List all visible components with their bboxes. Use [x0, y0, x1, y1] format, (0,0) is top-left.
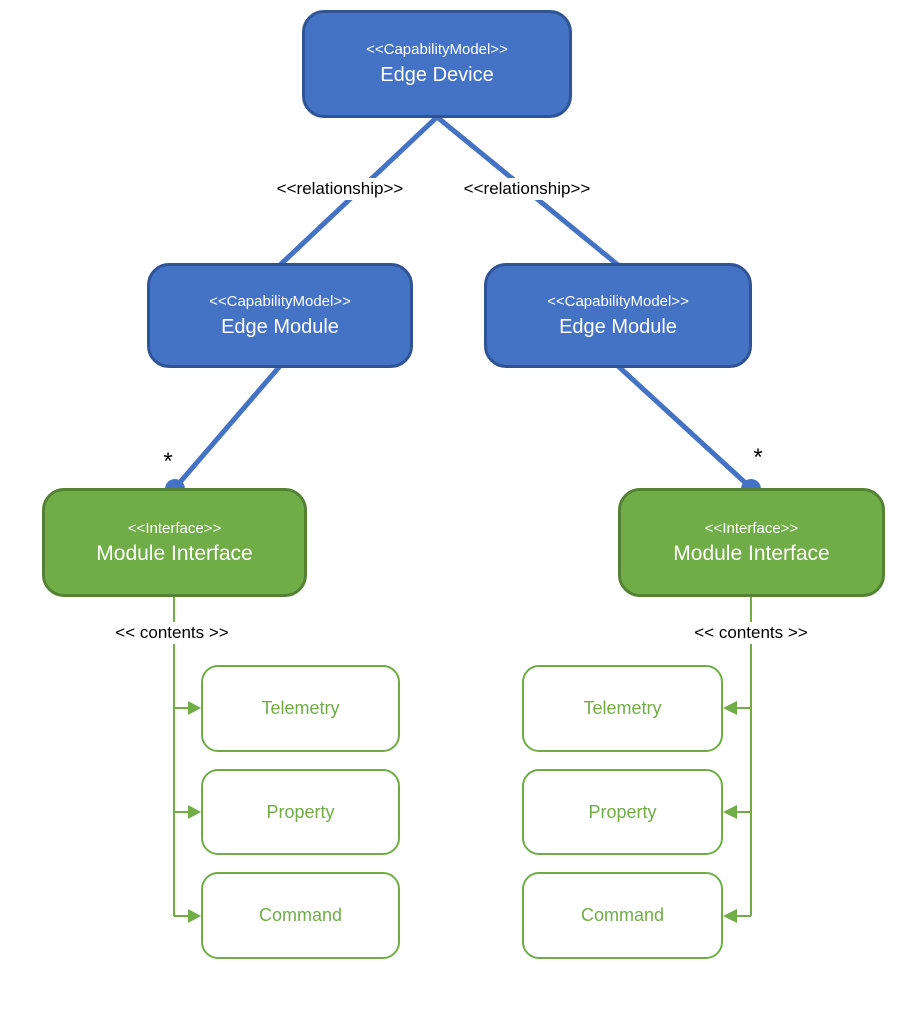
- left-telemetry-item: Telemetry: [201, 665, 400, 752]
- left-relationship-label: <<relationship>>: [271, 178, 409, 200]
- right-multiplicity-star: *: [753, 444, 763, 471]
- right-telemetry-item: Telemetry: [522, 665, 723, 752]
- right-command-item: Command: [522, 872, 723, 959]
- right-telemetry-arrowhead-icon: [723, 701, 737, 715]
- edge-device-node: <<CapabilityModel>> Edge Device: [302, 10, 572, 118]
- left-property-label: Property: [266, 801, 335, 822]
- right-telemetry-label: Telemetry: [583, 698, 662, 718]
- left-command-arrowhead-icon: [188, 909, 201, 923]
- right-module-interface-node: <<Interface>> Module Interface: [618, 488, 885, 597]
- edge-device-stereotype: <<CapabilityModel>>: [366, 41, 508, 58]
- connector-right-module-to-interface: [615, 363, 754, 491]
- right-contents-label: << contents >>: [689, 622, 813, 644]
- connector-left-module-to-interface: [172, 363, 283, 491]
- right-property-label: Property: [588, 801, 657, 822]
- left-command-label: Command: [258, 905, 343, 925]
- left-telemetry-label: Telemetry: [261, 698, 340, 718]
- left-interface-name: Module Interface: [96, 541, 253, 565]
- left-multiplicity-star: *: [163, 448, 173, 475]
- right-relationship-label: <<relationship>>: [458, 178, 596, 200]
- left-edge-module-name: Edge Module: [221, 315, 339, 338]
- right-property-item: Property: [522, 769, 723, 855]
- edge-device-name: Edge Device: [380, 64, 494, 86]
- right-interface-name: Module Interface: [673, 541, 830, 565]
- left-module-interface-node: <<Interface>> Module Interface: [42, 488, 307, 597]
- left-command-item: Command: [201, 872, 400, 959]
- left-edge-module-node: <<CapabilityModel>> Edge Module: [147, 263, 413, 368]
- right-edge-module-stereotype: <<CapabilityModel>>: [547, 292, 689, 310]
- left-telemetry-arrowhead-icon: [188, 701, 201, 715]
- left-property-item: Property: [201, 769, 400, 855]
- right-command-label: Command: [580, 905, 665, 925]
- right-property-arrowhead-icon: [723, 805, 737, 819]
- left-interface-stereotype: <<Interface>>: [127, 519, 222, 537]
- right-command-arrowhead-icon: [723, 909, 737, 923]
- left-contents-label: << contents >>: [110, 622, 234, 644]
- right-edge-module-node: <<CapabilityModel>> Edge Module: [484, 263, 752, 368]
- left-edge-module-stereotype: <<CapabilityModel>>: [209, 292, 351, 310]
- right-interface-stereotype: <<Interface>>: [704, 519, 799, 537]
- left-property-arrowhead-icon: [188, 805, 201, 819]
- right-edge-module-name: Edge Module: [559, 315, 677, 338]
